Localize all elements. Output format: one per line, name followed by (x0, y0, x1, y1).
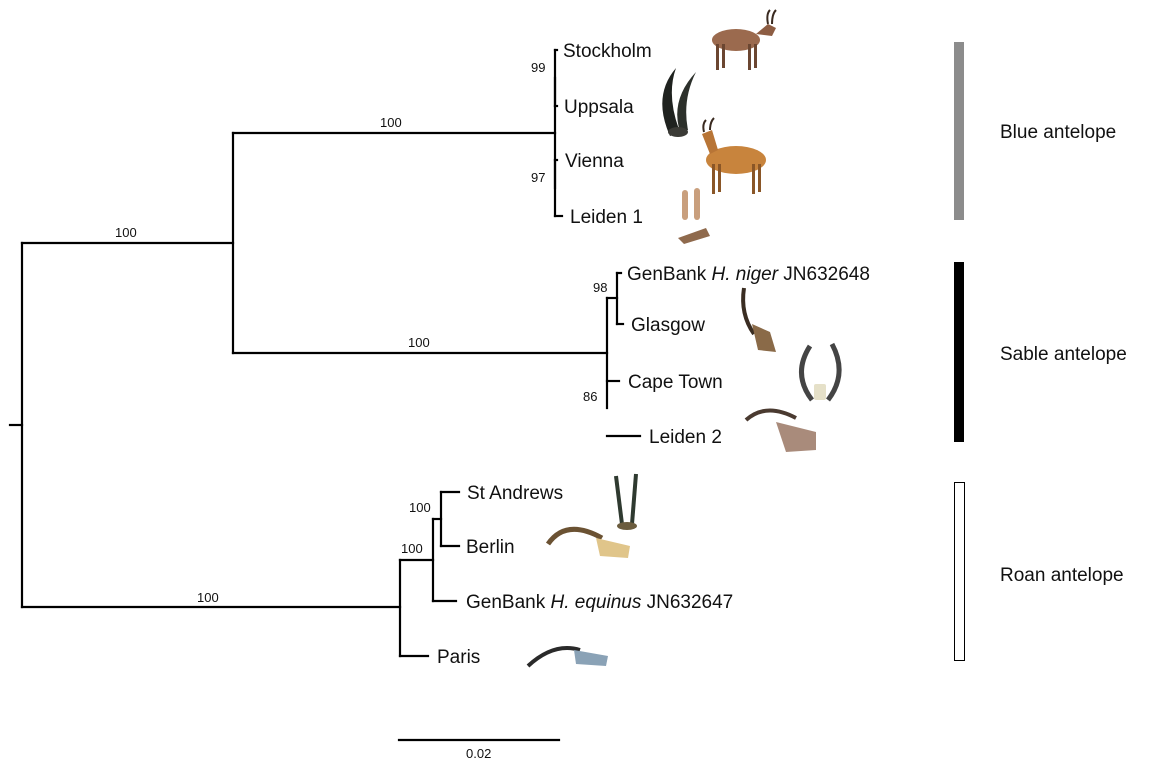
skull-icon (743, 288, 776, 352)
support-sable: 100 (408, 335, 430, 350)
support-blue-sable: 100 (115, 225, 137, 240)
support-stockholm-uppsala: 99 (531, 60, 545, 75)
tip-label-capetown: Cape Town (628, 372, 723, 393)
tip-label-paris: Paris (437, 647, 480, 668)
support-standrews-berlin: 100 (409, 500, 431, 515)
scale-bar-label: 0.02 (466, 746, 491, 760)
clade-bar-blue (954, 42, 964, 220)
tip-label-genbank-equinus: GenBank H. equinus JN632647 (466, 592, 733, 613)
skull-icon (746, 410, 816, 452)
bone-fragment-icon (678, 188, 710, 244)
antelope-mount-icon (702, 118, 766, 194)
clade-label-sable: Sable antelope (1000, 344, 1127, 365)
clade-bar-roan (955, 483, 965, 661)
tip-label-uppsala: Uppsala (564, 97, 634, 118)
support-roan-inner: 100 (401, 541, 423, 556)
horn-pair-icon (801, 344, 839, 400)
clade-label-blue: Blue antelope (1000, 122, 1116, 143)
skull-icon (528, 648, 608, 666)
tip-label-berlin: Berlin (466, 537, 515, 558)
support-roan: 100 (197, 590, 219, 605)
skull-icon (548, 529, 630, 558)
tip-label-glasgow: Glasgow (631, 315, 705, 336)
support-vienna-leiden1: 97 (531, 170, 545, 185)
antelope-mount-icon (712, 10, 776, 70)
tip-label-standrews: St Andrews (467, 483, 563, 504)
horn-pair-icon (616, 474, 637, 530)
support-niger-glasgow: 98 (593, 280, 607, 295)
tip-label-leiden2: Leiden 2 (649, 427, 722, 448)
tip-label-genbank-niger: GenBank H. niger JN632648 (627, 264, 870, 285)
horn-icon (662, 68, 696, 137)
support-capetown-leiden2: 86 (583, 389, 597, 404)
support-blue: 100 (380, 115, 402, 130)
clade-bar-sable (954, 262, 964, 442)
tip-label-vienna: Vienna (565, 151, 624, 172)
tip-label-leiden1: Leiden 1 (570, 207, 643, 228)
tip-label-stockholm: Stockholm (563, 41, 652, 62)
clade-label-roan: Roan antelope (1000, 565, 1124, 586)
